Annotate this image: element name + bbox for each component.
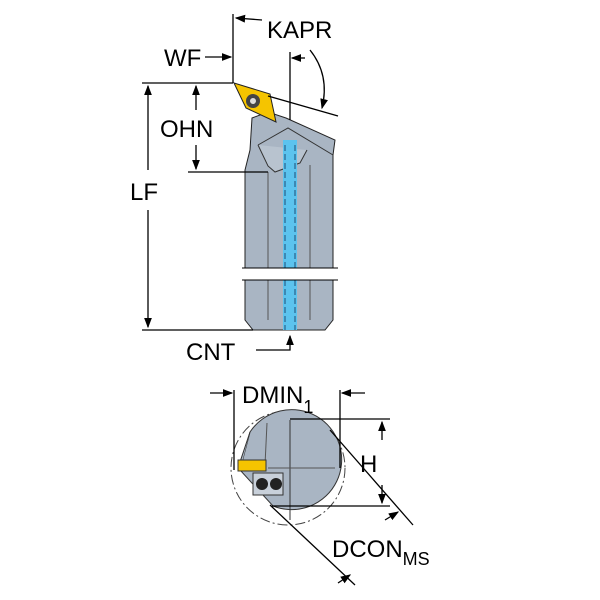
dmin-text: DMIN: [242, 382, 303, 409]
h-label: H: [360, 451, 377, 478]
dcon-label: DCONMS: [332, 536, 430, 569]
tool-end-view: [230, 409, 346, 526]
dimension-lines: [142, 14, 339, 351]
kapr-label: KAPR: [267, 17, 332, 44]
wf-label: WF: [164, 45, 201, 72]
insert-icon: [233, 82, 277, 123]
dmin-label: DMIN1: [242, 382, 313, 417]
dcon-subscript: MS: [403, 549, 430, 569]
cnt-label: CNT: [186, 339, 236, 366]
dcon-text: DCON: [332, 536, 403, 563]
end-view-dimension-lines: [210, 389, 414, 586]
ohn-label: OHN: [160, 116, 213, 143]
tool-body-side-view: [240, 111, 340, 331]
coolant-channel: [283, 140, 297, 330]
dmin-subscript: 1: [303, 397, 313, 417]
lf-label: LF: [130, 179, 158, 206]
